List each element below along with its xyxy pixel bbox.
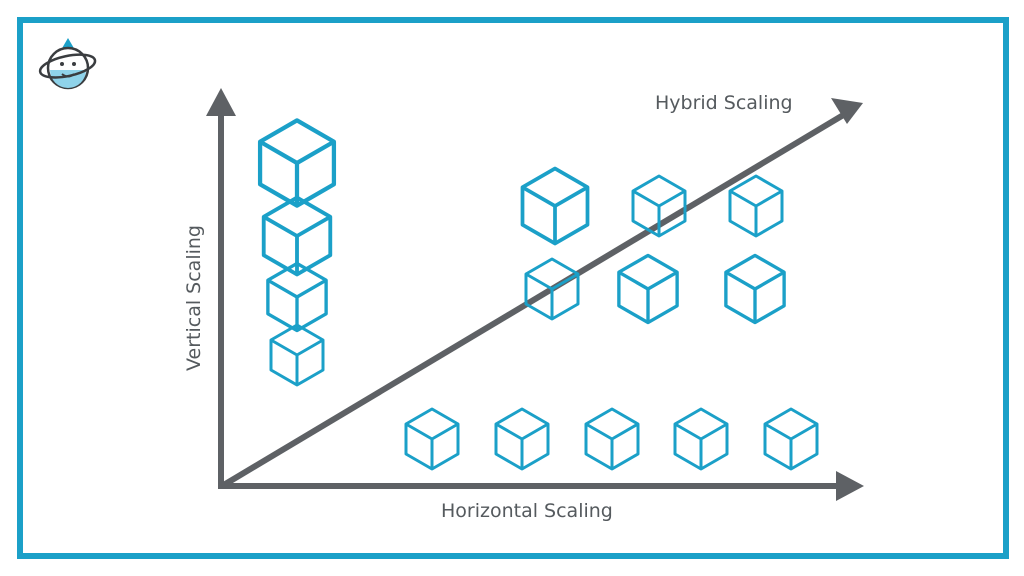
cube [494,407,550,471]
vertical-scaling-label: Vertical Scaling [183,225,205,371]
cube [763,407,819,471]
hybrid-axis [220,98,863,489]
cube [269,323,325,387]
cube [520,166,590,246]
cube [584,407,640,471]
horizontal-scaling-label: Horizontal Scaling [441,500,613,522]
cube [261,195,333,277]
horizontal-axis [218,471,864,501]
cube [404,407,460,471]
logo-icon [38,38,97,90]
vertical-axis [206,88,236,488]
cube [724,253,786,325]
hybrid-scaling-label: Hybrid Scaling [655,92,793,114]
hybrid-cluster [520,166,786,325]
cube [524,257,580,321]
cube [728,174,784,238]
cube [617,253,679,325]
horizontal-row [404,407,819,471]
vertical-stack [260,120,334,387]
cube [260,120,334,205]
cube [631,174,687,238]
cube [673,407,729,471]
